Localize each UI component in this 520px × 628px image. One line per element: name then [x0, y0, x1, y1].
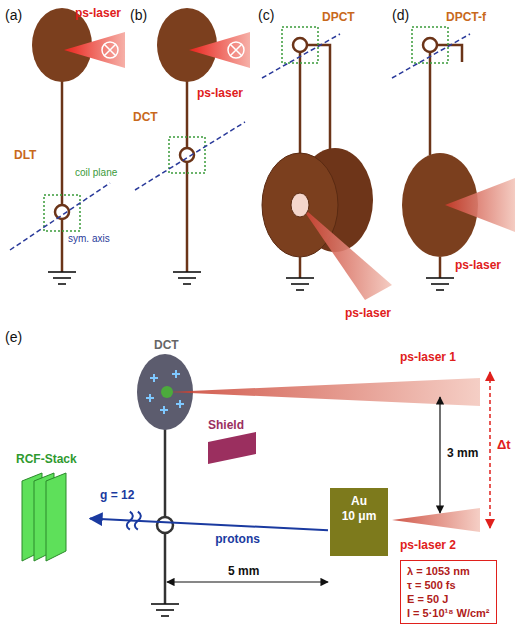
drawing-part — [176, 400, 184, 408]
drawing-part — [439, 257, 442, 278]
drawing-part — [293, 38, 307, 52]
drawing-part — [299, 52, 302, 160]
drawing-part — [168, 378, 480, 406]
break-mark — [135, 512, 141, 530]
panel-d — [392, 27, 515, 290]
text-label: coil plane — [75, 166, 117, 180]
drawing-part — [61, 80, 64, 205]
text-label: 5 mm — [228, 564, 259, 578]
parameter-box: λ = 1053 nmτ = 500 fsE = 50 JI = 5·10¹⁸ … — [400, 560, 497, 624]
text-label: sym. axis — [68, 232, 110, 246]
drawing-part — [160, 406, 168, 414]
drawing-part — [282, 27, 318, 63]
drawing-part — [157, 517, 173, 533]
text-label: ps-laser 1 — [400, 350, 456, 364]
drawing-part — [489, 372, 491, 528]
drawing-part — [392, 508, 480, 532]
text-label: ps-laser — [197, 86, 243, 100]
drawing-part — [164, 533, 167, 604]
panel-a — [10, 8, 125, 284]
shield: Shield — [208, 418, 260, 459]
panel-c — [262, 27, 392, 300]
drawing-part — [135, 122, 245, 190]
drawing-part — [429, 52, 432, 155]
drawing-part — [307, 45, 330, 155]
drawing-part — [167, 581, 328, 582]
drawing-part — [230, 44, 242, 56]
gold-foil: Au10 μm — [330, 488, 388, 556]
node-text: λ = 1053 nm — [407, 564, 490, 578]
drawing-part — [173, 272, 201, 284]
drawing-part — [146, 394, 154, 402]
drawing-part — [48, 272, 76, 284]
drawing-part — [150, 374, 158, 382]
text-label: DPCT-f — [446, 10, 486, 24]
text-label: ps-laser — [345, 306, 391, 320]
shield-plate — [208, 432, 256, 464]
edge-label: protons — [213, 532, 262, 546]
drawing-part — [439, 397, 440, 513]
drawing-part — [392, 34, 470, 78]
node-text: Au — [338, 494, 380, 509]
text-label: ps-laser 2 — [400, 538, 456, 552]
panel-letter: (b) — [130, 8, 147, 22]
node-text: Shield — [208, 418, 260, 433]
drawing-part — [64, 32, 125, 68]
panel-letter: (a) — [5, 8, 22, 22]
text-label: g = 12 — [100, 488, 134, 502]
panel-b — [135, 8, 250, 284]
film-sheet — [46, 473, 66, 561]
text-label: 3 mm — [447, 446, 478, 460]
drawing-part — [426, 278, 454, 290]
drawing-part — [161, 386, 173, 398]
text-label: DLT — [14, 148, 36, 162]
text-label: ps-laser — [455, 258, 501, 272]
text-label: DCT — [154, 338, 179, 352]
text-label: DPCT — [322, 10, 355, 24]
panel-letter: (d) — [392, 8, 409, 22]
drawing-part — [291, 193, 309, 217]
drawing-part — [189, 32, 250, 68]
text-label: ps-laser — [75, 6, 121, 20]
node-text: RCF-Stack — [16, 452, 86, 467]
film-stack — [16, 471, 86, 563]
drawing-part — [61, 219, 64, 272]
drawing-part — [299, 257, 302, 278]
node-text: τ = 500 fs — [407, 578, 490, 592]
drawing-part — [186, 162, 189, 272]
node-text: 10 μm — [338, 509, 380, 524]
drawing-part — [437, 45, 462, 62]
node-text: I = 5·10¹⁸ W/cm² — [407, 606, 490, 620]
drawing-part — [300, 205, 392, 300]
panel-letter: (e) — [5, 330, 22, 344]
drawing-part — [44, 195, 80, 231]
node-text: E = 50 J — [407, 592, 490, 606]
drawing-part — [186, 80, 189, 148]
drawing-part — [104, 44, 116, 56]
drawing-part — [102, 42, 118, 58]
drawing-part — [423, 38, 437, 52]
proton-beam — [90, 519, 328, 531]
drawing-part — [169, 137, 205, 173]
drawing-part — [228, 42, 244, 58]
rcf-stack: RCF-Stack — [16, 452, 86, 563]
text-label: DCT — [133, 110, 158, 124]
drawing-part — [445, 178, 515, 232]
drawing-part — [164, 428, 167, 517]
drawing-part — [10, 183, 110, 250]
drawing-part — [151, 604, 179, 616]
drawing-part — [172, 370, 180, 378]
break-mark — [127, 512, 133, 530]
text-label: Δt — [497, 438, 511, 452]
drawing-part — [286, 278, 314, 290]
drawing-part — [262, 34, 340, 78]
drawing-part — [412, 27, 448, 63]
drawing-part — [146, 370, 184, 414]
panel-e — [137, 354, 490, 616]
panel-letter: (c) — [258, 8, 274, 22]
